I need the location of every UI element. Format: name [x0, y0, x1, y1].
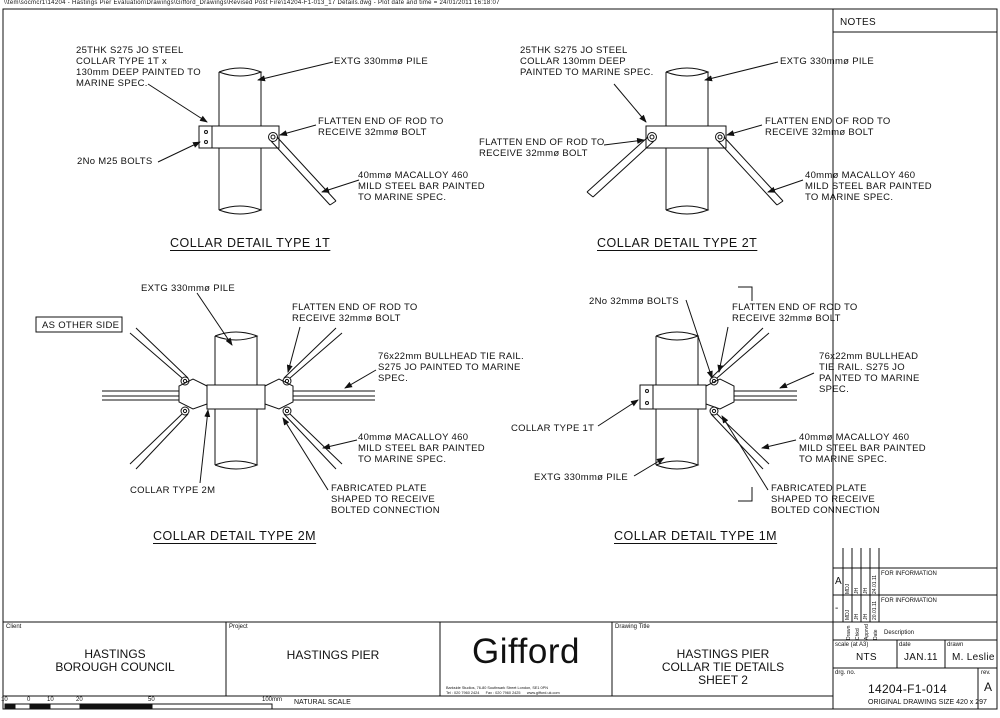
- revision-row-drawn: MDJ: [845, 609, 851, 620]
- revision-header-drawn: Drawn: [846, 625, 852, 640]
- revision-grid: [832, 548, 997, 623]
- company-address: Barkside Studios, 76-80 Southwark Street…: [446, 686, 560, 695]
- scale-label: scale (at A3): [835, 642, 869, 648]
- detail-1m-pile-note: EXTG 330mmø PILE: [534, 472, 629, 483]
- detail-1m-collar-note: COLLAR TYPE 1T: [511, 423, 595, 434]
- drawing-title: HASTINGS PIER COLLAR TIE DETAILS SHEET 2: [661, 647, 785, 687]
- detail-1m-bar-note: 40mmø MACALLOY 460 MILD STEEL BAR PAINTE…: [799, 432, 926, 465]
- detail-2m-tie-rail-note: 76x22mm BULLHEAD TIE RAIL. S275 JO PAINT…: [378, 351, 524, 384]
- revision-header-chkd: Chkd: [855, 628, 861, 640]
- drg-no-label: drg. no.: [835, 670, 856, 676]
- scale-tick: 10: [1, 697, 8, 703]
- rev-label: rev.: [981, 670, 991, 676]
- revision-row-chkd: JH: [854, 613, 860, 620]
- revision-row-rev: -: [835, 603, 839, 614]
- detail-1t-pile-note: EXTG 330mmø PILE: [334, 56, 429, 67]
- detail-1m-bolts-note: 2No 32mmø BOLTS: [589, 296, 679, 307]
- revision-row-drawn: MDJ: [845, 583, 851, 594]
- scale-bar: [4, 703, 273, 710]
- detail-1m-drawing: [597, 286, 815, 502]
- detail-1t-drawing: [147, 61, 360, 215]
- revision-row-date: 24.01.11: [872, 574, 878, 594]
- scale-tick: 10: [47, 697, 54, 703]
- client-name: HASTINGS BOROUGH COUNCIL: [55, 647, 175, 674]
- notes-label: NOTES: [840, 17, 876, 28]
- client-label: Client: [6, 624, 22, 630]
- gifford-logo: Gifford: [472, 632, 580, 671]
- detail-2m-side-note: AS OTHER SIDE: [42, 320, 120, 331]
- detail-2m-drawing: [35, 292, 377, 491]
- detail-1t-rod-end-note: FLATTEN END OF ROD TO RECEIVE 32mmø BOLT: [318, 116, 444, 138]
- drawing-border: [2, 8, 998, 710]
- detail-1t-collar-note: 25THK S275 JO STEEL COLLAR TYPE 1T x 130…: [76, 45, 201, 89]
- revision-row-apprvd: JH: [863, 613, 869, 620]
- drawn-value: M. Leslie: [952, 652, 995, 663]
- plot-path: \\tem\socmcr1\14204 - Hastings Pier Eval…: [4, 0, 500, 6]
- drawing-title-label: Drawing Title: [615, 624, 650, 630]
- detail-2m-title: COLLAR DETAIL TYPE 2M: [153, 529, 317, 543]
- detail-1m-tie-rail-note: 76x22mm BULLHEAD TIE RAIL. S275 JO PAINT…: [819, 351, 920, 395]
- detail-2t-bar-note: 40mmø MACALLOY 460 MILD STEEL BAR PAINTE…: [805, 170, 932, 203]
- detail-2m-collar-note: COLLAR TYPE 2M: [130, 485, 216, 496]
- revision-header-description: Description: [884, 630, 915, 636]
- detail-1t-bar-note: 40mmø MACALLOY 460 MILD STEEL BAR PAINTE…: [358, 170, 485, 203]
- detail-2t-pile-note: EXTG 330mmø PILE: [780, 56, 875, 67]
- detail-1t-title: COLLAR DETAIL TYPE 1T: [170, 236, 331, 250]
- revision-row-rev: A: [835, 576, 842, 587]
- detail-2m-rod-end-note: FLATTEN END OF ROD TO RECEIVE 32mmø BOLT: [292, 302, 418, 324]
- revision-header-date: Date: [873, 629, 879, 640]
- scale-tick: 100mm: [262, 697, 283, 703]
- drg-no-value: 14204-F1-014: [868, 682, 947, 696]
- rev-value: A: [984, 680, 993, 694]
- revision-row-chkd: JH: [854, 587, 860, 594]
- detail-2t-rod-end-note-right: FLATTEN END OF ROD TO RECEIVE 32mmø BOLT: [765, 116, 891, 138]
- detail-2m-bar-note: 40mmø MACALLOY 460 MILD STEEL BAR PAINTE…: [358, 432, 485, 465]
- title-block-grid: [3, 621, 997, 709]
- original-size-note: ORIGINAL DRAWING SIZE 420 x 297: [868, 699, 987, 706]
- detail-2t-rod-end-note-left: FLATTEN END OF ROD TO RECEIVE 32mmø BOLT: [479, 137, 605, 159]
- detail-1m-plate-note: FABRICATED PLATE SHAPED TO RECEIVE BOLTE…: [771, 483, 880, 516]
- revision-row-description: FOR INFORMATION: [881, 598, 937, 604]
- scale-tick: 50: [148, 697, 155, 703]
- detail-2t-title: COLLAR DETAIL TYPE 2T: [597, 236, 758, 250]
- detail-1m-rod-end-note: FLATTEN END OF ROD TO RECEIVE 32mmø BOLT: [732, 302, 858, 324]
- detail-2m-pile-note: EXTG 330mmø PILE: [141, 283, 236, 294]
- detail-2t-collar-note: 25THK S275 JO STEEL COLLAR 130mm DEEP PA…: [520, 45, 654, 78]
- scale-bar-label: NATURAL SCALE: [294, 699, 351, 706]
- revision-row-date: 20.01.11: [872, 600, 878, 620]
- detail-1t-bolts-note: 2No M25 BOLTS: [77, 156, 153, 167]
- detail-2t-drawing: [586, 61, 804, 215]
- revision-row-description: FOR INFORMATION: [881, 571, 937, 577]
- drawn-label: drawn: [947, 642, 964, 648]
- revision-header-apprvd: Apprvd: [864, 624, 870, 640]
- date-label: date: [899, 642, 911, 648]
- project-label: Project: [229, 624, 248, 630]
- project-name: HASTINGS PIER: [286, 648, 380, 662]
- scale-tick: 0: [27, 697, 31, 703]
- date-value: JAN.11: [904, 652, 938, 663]
- detail-1m-title: COLLAR DETAIL TYPE 1M: [614, 529, 778, 543]
- revision-row-apprvd: JH: [863, 587, 869, 594]
- scale-value: NTS: [856, 652, 877, 663]
- scale-tick: 20: [76, 697, 83, 703]
- detail-2m-plate-note: FABRICATED PLATE SHAPED TO RECEIVE BOLTE…: [331, 483, 440, 516]
